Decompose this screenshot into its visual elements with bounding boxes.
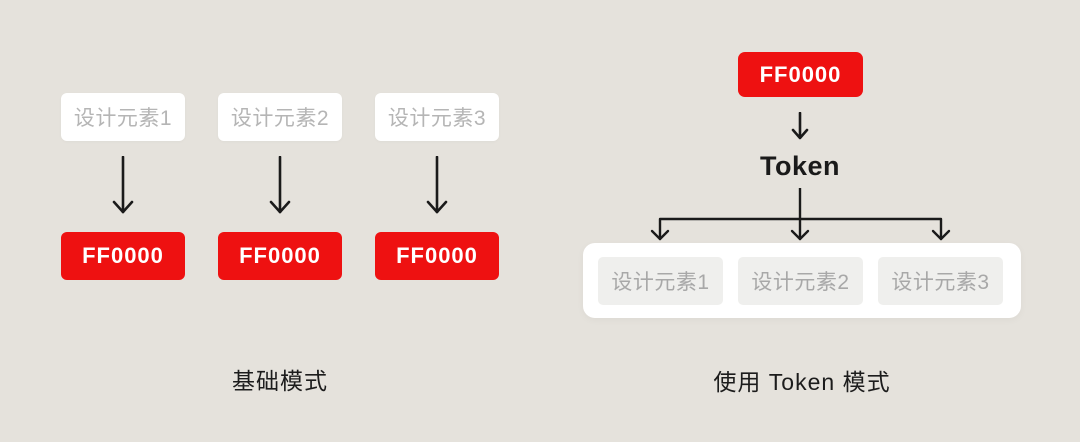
design-element-label: 设计元素3 xyxy=(387,107,487,130)
arrow-down-icon xyxy=(267,156,293,216)
design-element-box-2: 设计元素2 xyxy=(738,257,863,305)
design-element-label: 设计元素1 xyxy=(611,271,710,294)
color-value-label: FF0000 xyxy=(239,243,321,268)
design-element-box-1: 设计元素1 xyxy=(61,93,185,141)
design-element-label: 设计元素2 xyxy=(751,271,850,294)
design-element-box-3: 设计元素3 xyxy=(878,257,1003,305)
arrow-down-icon xyxy=(424,156,450,216)
token-mode-caption: 使用 Token 模式 xyxy=(713,369,891,395)
color-value-label: FF0000 xyxy=(82,243,164,268)
color-value-box-1: FF0000 xyxy=(61,232,185,280)
basic-mode-panel: 设计元素1 设计元素2 设计元素3 FF0000 FF0000 xyxy=(61,93,499,394)
design-element-label: 设计元素3 xyxy=(891,271,990,294)
token-elements-container: 设计元素1 设计元素2 设计元素3 xyxy=(583,243,1021,318)
design-element-label: 设计元素1 xyxy=(73,107,173,130)
arrow-down-short-icon xyxy=(787,112,813,140)
token-label: Token xyxy=(759,151,840,181)
design-element-box-1: 设计元素1 xyxy=(598,257,723,305)
color-value-box-2: FF0000 xyxy=(218,232,342,280)
design-element-label: 设计元素2 xyxy=(230,107,330,130)
basic-mode-caption: 基础模式 xyxy=(232,368,328,394)
token-mode-panel: FF0000 Token 设计元素1 设计元素2 设计元素3 xyxy=(540,0,1080,442)
arrow-down-icon xyxy=(110,156,136,216)
color-value-label: FF0000 xyxy=(759,61,842,87)
color-value-label: FF0000 xyxy=(396,243,478,268)
design-element-box-2: 设计元素2 xyxy=(218,93,342,141)
branching-arrows-icon xyxy=(647,188,953,242)
color-value-box-3: FF0000 xyxy=(375,232,499,280)
token-color-value-box: FF0000 xyxy=(738,52,863,97)
design-element-box-3: 设计元素3 xyxy=(375,93,499,141)
